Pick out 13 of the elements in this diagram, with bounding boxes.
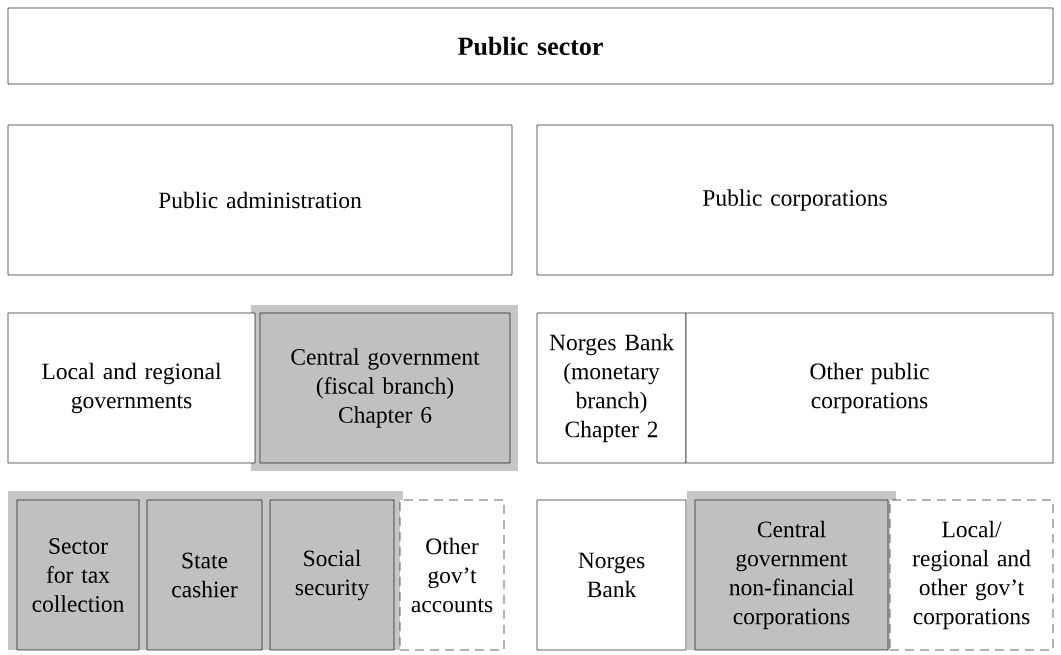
category-box: Norges Bank (monetary branch) Chapter 2 (536, 312, 687, 464)
dashed-box: Other gov’t accounts (399, 499, 505, 651)
category-box: Public administration (7, 124, 513, 276)
highlighted-box: Social security (269, 499, 395, 651)
category-box: Norges Bank (536, 499, 687, 651)
category-box: Public corporations (536, 124, 1054, 276)
dashed-box: Local/ regional and other gov’t corporations (889, 499, 1054, 651)
highlighted-box: Central government non-financial corporations (694, 499, 889, 651)
title-box: Public sector (7, 7, 1054, 85)
highlighted-box: Central government (fiscal branch) Chapter 6 (259, 312, 511, 464)
highlighted-box: State cashier (146, 499, 263, 651)
highlighted-box: Sector for tax collection (16, 499, 140, 651)
category-box: Local and regional governments (7, 312, 256, 464)
